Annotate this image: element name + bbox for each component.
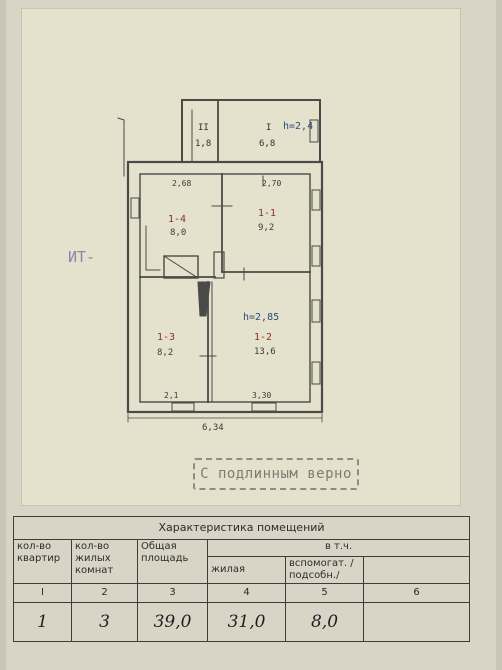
house-outline [126, 160, 324, 414]
room-number-1-4: 1-4 [168, 214, 186, 225]
dim-top-left: 2,68 [172, 179, 191, 188]
window [171, 402, 195, 412]
premises-table: Характеристика помещений кол-во квартир … [12, 516, 471, 642]
stove [163, 255, 199, 279]
value-total-area: 39,0 [137, 602, 208, 642]
value-auxiliary-area: 8,0 [285, 602, 364, 642]
header-living-rooms: кол-во жилых комнат [71, 539, 138, 584]
header-living: жилая [207, 556, 286, 584]
room-area-1-3: 8,2 [157, 348, 173, 358]
dim-bottom-right: 3,30 [252, 391, 271, 400]
height-main: h=2,85 [243, 312, 279, 323]
margin-bracket [117, 117, 125, 177]
room-area-1-2: 13,6 [254, 347, 276, 357]
value-apartments: 1 [13, 602, 72, 642]
certification-stamp: С подлинным верно [193, 458, 359, 490]
window [309, 119, 319, 143]
tracing-paper [21, 8, 461, 506]
room-number-1-2: 1-2 [254, 332, 272, 343]
value-living-rooms: 3 [71, 602, 138, 642]
window [311, 245, 321, 267]
column-number: 6 [362, 583, 471, 603]
chimney [197, 281, 211, 317]
table-title: Характеристика помещений [12, 516, 471, 540]
column-number: 2 [71, 583, 138, 603]
window [251, 402, 277, 412]
room-area-i: 6,8 [259, 139, 275, 149]
room-number-1-3: 1-3 [157, 332, 175, 343]
header-empty [362, 556, 471, 584]
dim-bottom-left: 2,1 [164, 391, 179, 400]
window [130, 197, 140, 219]
column-number: 4 [207, 583, 286, 603]
column-number: I [13, 583, 72, 603]
column-number: 3 [137, 583, 208, 603]
window [311, 299, 321, 323]
room-area-1-1: 9,2 [258, 223, 274, 233]
house-inner-outline [139, 173, 311, 403]
dim-total-width: 6,34 [202, 423, 224, 433]
header-total-area: Общая площадь [137, 539, 208, 584]
header-auxiliary: вспомогат. /подсобн./ [285, 556, 364, 584]
dim-top-right: 2,70 [262, 179, 281, 188]
margin-note: ИТ- [68, 248, 95, 266]
step-block [213, 251, 225, 279]
header-including: в т.ч. [206, 539, 471, 557]
room-area-ii: 1,8 [195, 139, 211, 149]
header-apartments: кол-во квартир [13, 539, 72, 584]
window [311, 361, 321, 385]
value-column-6 [362, 602, 471, 642]
window [311, 189, 321, 211]
room-area-1-4: 8,0 [170, 228, 186, 238]
room-number-i: I [266, 123, 271, 133]
value-living-area: 31,0 [207, 602, 286, 642]
room-number-1-1: 1-1 [258, 208, 276, 219]
stair-outline [145, 225, 161, 271]
column-number: 5 [285, 583, 364, 603]
stove-diagonal [163, 255, 199, 279]
height-annex: h=2,4 [283, 121, 313, 132]
room-number-ii: II [198, 123, 209, 133]
